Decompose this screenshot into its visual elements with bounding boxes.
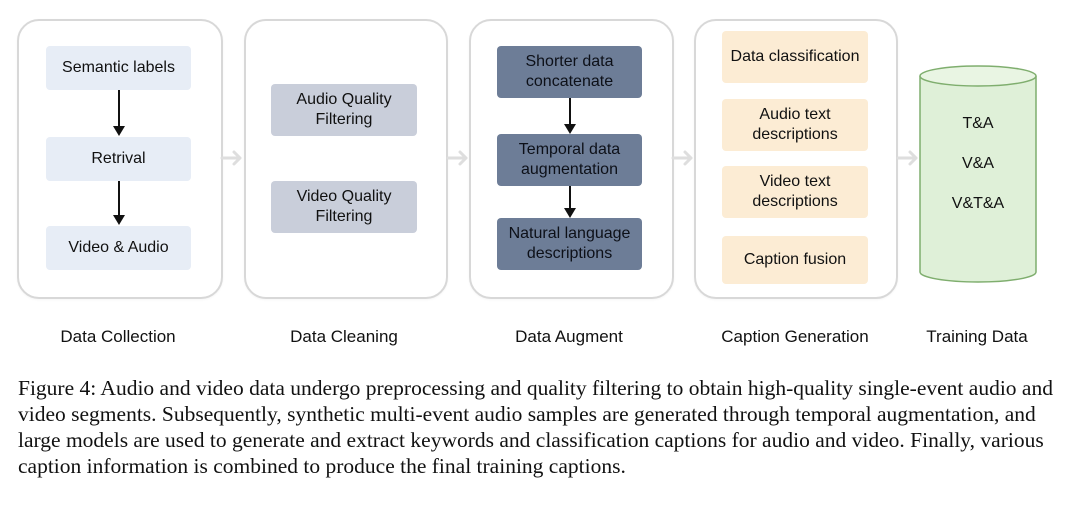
data-cleaning-label: Data Cleaning	[290, 327, 398, 346]
training-item-vta: V&T&A	[951, 195, 1005, 212]
training-data-label: Training Data	[926, 327, 1028, 346]
augment-arrow-1	[569, 98, 571, 124]
video-quality-filtering-node: Video Quality Filtering	[271, 181, 417, 233]
temporal-data-augmentation-node: Temporal data augmentation	[497, 134, 642, 186]
augment-arrowhead-1	[564, 124, 576, 134]
data-collection-label: Data Collection	[60, 327, 176, 346]
semantic-labels-node: Semantic labels	[46, 46, 191, 90]
augment-arrow-2	[569, 186, 571, 208]
data-cleaning-panel	[244, 19, 448, 299]
chevron-arrow-icon	[446, 150, 468, 166]
augment-arrowhead-2	[564, 208, 576, 218]
collect-arrow-1	[118, 90, 120, 126]
collect-arrow-2	[118, 181, 120, 215]
training-item-va: V&A	[961, 155, 994, 172]
training-item-ta: T&A	[962, 115, 994, 132]
collect-arrowhead-1	[113, 126, 125, 136]
data-augment-label: Data Augment	[515, 327, 623, 346]
video-text-descriptions-node: Video text descriptions	[722, 166, 868, 218]
data-classification-node: Data classification	[722, 31, 868, 83]
shorter-data-concatenate-node: Shorter data concatenate	[497, 46, 642, 98]
caption-generation-label: Caption Generation	[721, 327, 869, 346]
audio-quality-filtering-node: Audio Quality Filtering	[271, 84, 417, 136]
collect-arrowhead-2	[113, 215, 125, 225]
audio-text-descriptions-node: Audio text descriptions	[722, 99, 868, 151]
chevron-arrow-icon	[671, 150, 693, 166]
chevron-arrow-icon	[896, 150, 918, 166]
chevron-arrow-icon	[220, 150, 242, 166]
video-audio-node: Video & Audio	[46, 226, 191, 270]
retrival-node: Retrival	[46, 137, 191, 181]
caption-fusion-node: Caption fusion	[722, 236, 868, 284]
figure-caption: Figure 4: Audio and video data undergo p…	[18, 376, 1053, 478]
natural-language-descriptions-node: Natural language descriptions	[497, 218, 642, 270]
